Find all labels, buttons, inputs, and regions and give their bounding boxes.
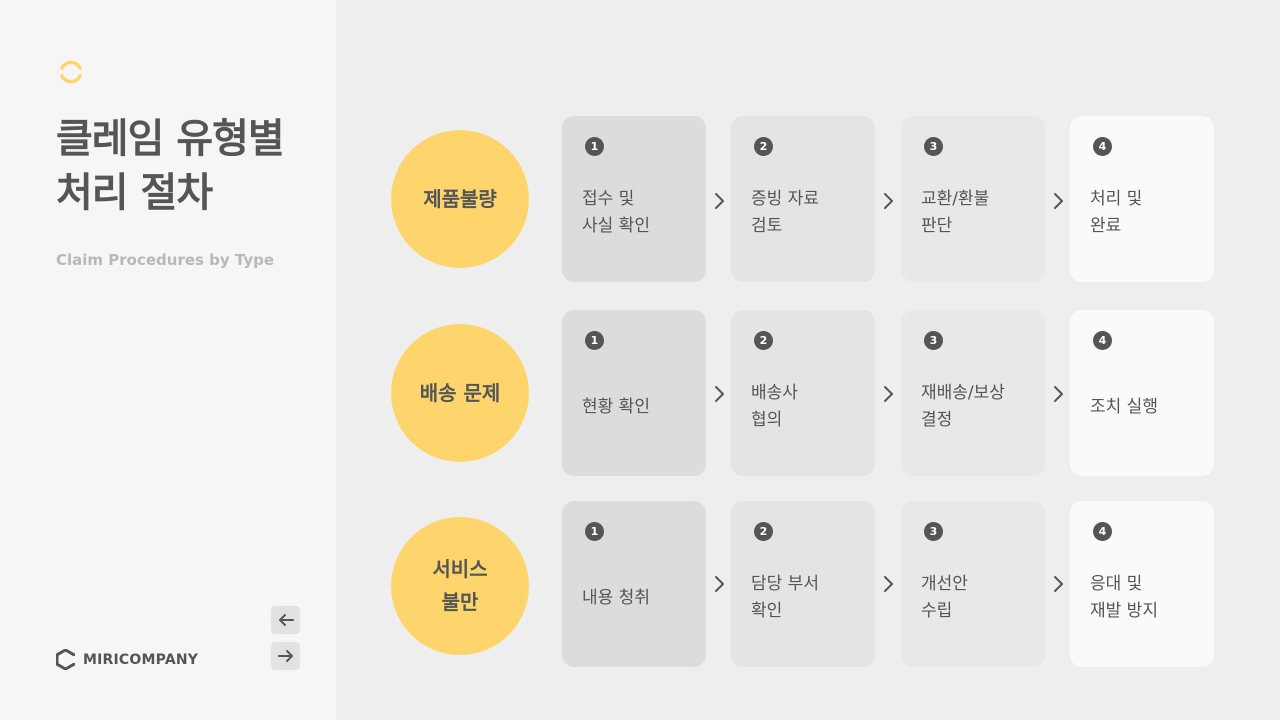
step-card: 2 담당 부서 확인 <box>731 501 875 667</box>
step-number: 1 <box>585 331 604 350</box>
brand-logo-icon <box>56 649 75 670</box>
category-circle: 배송 문제 <box>391 324 529 462</box>
step-number: 1 <box>585 137 604 156</box>
step-number: 3 <box>924 522 943 541</box>
step-text: 접수 및 사실 확인 <box>582 189 650 236</box>
step-card: 2 배송사 협의 <box>731 310 875 476</box>
brand-name: MIRICOMPANY <box>83 651 199 668</box>
step-card: 3 교환/환불 판단 <box>901 116 1045 282</box>
next-button[interactable] <box>271 642 300 670</box>
step-card: 4 조치 실행 <box>1070 310 1214 476</box>
step-text: 내용 청취 <box>582 587 650 608</box>
row-delivery-issue: 배송 문제 1 현황 확인 2 배송사 협의 3 재배송/보상 결정 4 조치 실행 <box>336 310 1280 478</box>
step-text: 조치 실행 <box>1090 396 1158 417</box>
step-card: 1 접수 및 사실 확인 <box>562 116 706 282</box>
main-content: 제품불량 1 접수 및 사실 확인 2 증빙 자료 검토 3 교환/환불 판단 4 처리… <box>336 0 1280 720</box>
step-number: 2 <box>754 137 773 156</box>
chevron-right-icon <box>715 576 724 592</box>
page-title: 클레임 유형별 처리 절차 <box>56 112 285 220</box>
step-card: 4 처리 및 완료 <box>1070 116 1214 282</box>
step-card: 3 개선안 수립 <box>901 501 1045 667</box>
step-number: 3 <box>924 137 943 156</box>
step-text: 교환/환불 판단 <box>921 189 990 236</box>
chevron-right-icon <box>884 386 893 402</box>
refresh-icon <box>60 60 82 84</box>
step-card: 1 현황 확인 <box>562 310 706 476</box>
chevron-right-icon <box>1054 193 1063 209</box>
step-text: 배송사 협의 <box>751 383 798 430</box>
chevron-right-icon <box>1054 576 1063 592</box>
step-number: 1 <box>585 522 604 541</box>
step-text: 개선안 수립 <box>921 574 968 621</box>
step-number: 4 <box>1093 331 1112 350</box>
category-circle: 제품불량 <box>391 130 529 268</box>
step-number: 2 <box>754 331 773 350</box>
title-line-2: 처리 절차 <box>56 170 213 216</box>
title-line-1: 클레임 유형별 <box>56 116 285 162</box>
prev-button[interactable] <box>271 606 300 634</box>
step-number: 4 <box>1093 522 1112 541</box>
chevron-right-icon <box>884 193 893 209</box>
step-text: 처리 및 완료 <box>1090 189 1143 236</box>
arrow-right-icon <box>277 650 293 662</box>
step-text: 재배송/보상 결정 <box>921 383 1005 430</box>
step-text: 담당 부서 확인 <box>751 574 819 621</box>
row-product-defect: 제품불량 1 접수 및 사실 확인 2 증빙 자료 검토 3 교환/환불 판단 4 처리… <box>336 116 1280 284</box>
step-number: 2 <box>754 522 773 541</box>
step-number: 4 <box>1093 137 1112 156</box>
chevron-right-icon <box>715 193 724 209</box>
arrow-left-icon <box>278 614 294 626</box>
chevron-right-icon <box>884 576 893 592</box>
row-service-complaint: 서비스 불만 1 내용 청취 2 담당 부서 확인 3 개선안 수립 4 응대 및 재발… <box>336 501 1280 669</box>
sidebar: 클레임 유형별 처리 절차 Claim Procedures by Type M… <box>0 0 336 720</box>
chevron-right-icon <box>715 386 724 402</box>
step-number: 3 <box>924 331 943 350</box>
step-text: 현황 확인 <box>582 396 650 417</box>
brand: MIRICOMPANY <box>56 649 198 670</box>
step-text: 응대 및 재발 방지 <box>1090 574 1158 621</box>
chevron-right-icon <box>1054 386 1063 402</box>
step-card: 2 증빙 자료 검토 <box>731 116 875 282</box>
step-card: 3 재배송/보상 결정 <box>901 310 1045 476</box>
category-circle: 서비스 불만 <box>391 517 529 655</box>
step-card: 4 응대 및 재발 방지 <box>1070 501 1214 667</box>
step-card: 1 내용 청취 <box>562 501 706 667</box>
page-subtitle: Claim Procedures by Type <box>56 251 275 269</box>
step-text: 증빙 자료 검토 <box>751 189 819 236</box>
